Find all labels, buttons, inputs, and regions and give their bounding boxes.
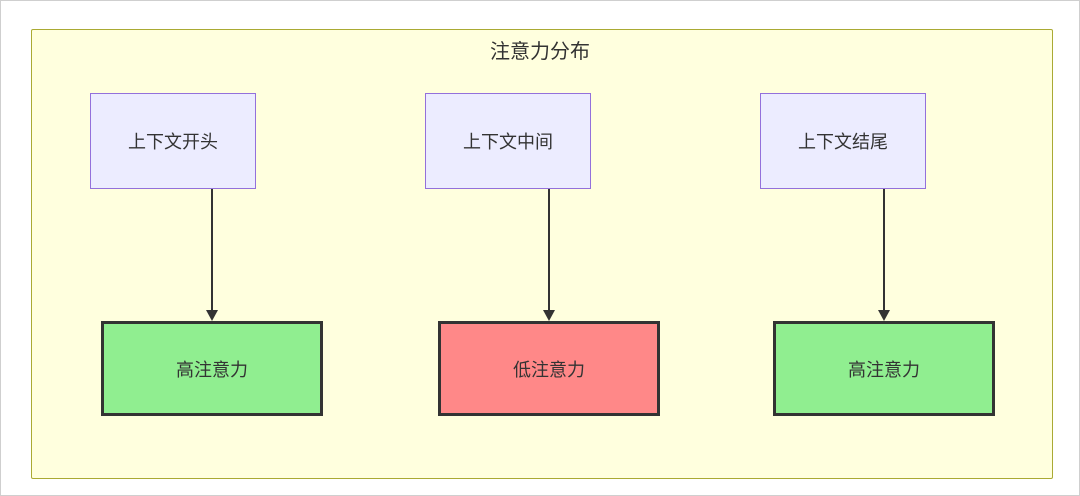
node-low-attention: 低注意力 [438,321,660,416]
node-high-attention-left: 高注意力 [101,321,323,416]
node-context-middle-label: 上下文中间 [463,132,553,152]
node-context-end-label: 上下文结尾 [798,132,888,152]
node-low-attention-label: 低注意力 [513,359,585,380]
arrowhead-icon [543,310,555,321]
node-context-start-label: 上下文开头 [128,132,218,152]
diagram-title: 注意力分布 [490,41,590,63]
node-high-attention-left-label: 高注意力 [176,359,248,380]
node-context-start: 上下文开头 [90,93,256,189]
arrow-line [548,189,550,311]
arrowhead-icon [878,310,890,321]
arrow-line [211,189,213,311]
arrow-line [883,189,885,311]
node-context-end: 上下文结尾 [760,93,926,189]
node-context-middle: 上下文中间 [425,93,591,189]
arrowhead-icon [206,310,218,321]
node-high-attention-right: 高注意力 [773,321,995,416]
arrow-middle-to-low [543,189,555,321]
arrow-start-to-high [206,189,218,321]
node-high-attention-right-label: 高注意力 [848,359,920,380]
arrow-end-to-high [878,189,890,321]
